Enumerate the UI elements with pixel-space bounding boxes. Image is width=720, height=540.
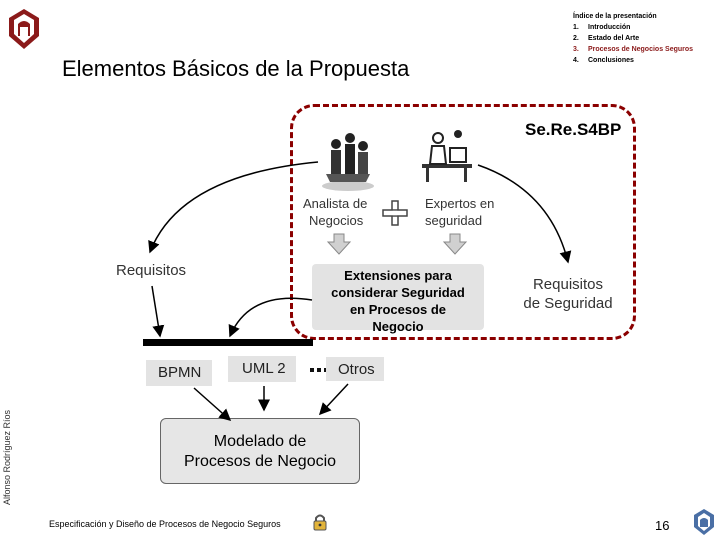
security-experts-figure-icon (422, 130, 472, 182)
university-logo-small-icon (694, 509, 714, 535)
toc-item[interactable]: 1.Introducción (573, 24, 631, 31)
arrow-expertos-ext (442, 233, 468, 255)
extensiones-label: Extensiones para considerar Seguridad en… (331, 268, 465, 334)
toc-item[interactable]: 4.Conclusiones (573, 57, 634, 64)
arrow-analista-ext (326, 233, 352, 255)
seres4bp-group-box (290, 104, 636, 340)
toc-heading: Índice de la presentación (573, 13, 657, 20)
arrow-bpmn-model (193, 387, 232, 421)
otros-box: Otros (326, 357, 384, 381)
business-analysts-figure-icon (322, 133, 374, 191)
requisitos-label: Requisitos (116, 262, 187, 279)
toc: Índice de la presentación 1.Introducción… (573, 11, 693, 66)
plus-icon (382, 200, 408, 226)
lock-icon (313, 514, 327, 531)
arrow-otros-model (318, 383, 349, 416)
toc-item-active[interactable]: 3.Procesos de Negocios Seguros (573, 46, 694, 53)
arrow-ext-bar (228, 297, 313, 338)
slide-title: Elementos Básicos de la Propuesta (62, 56, 410, 81)
group-label: Se.Re.S4BP (525, 120, 622, 139)
join-bar (143, 339, 313, 346)
uml2-box: UML 2 (228, 356, 296, 382)
extensiones-box (312, 264, 484, 330)
arrow-requisitos-bar (151, 285, 165, 338)
university-logo-icon (9, 9, 39, 49)
bpmn-box: BPMN (146, 360, 212, 386)
arrow-expertos-reqseg (477, 164, 572, 264)
footer-text: Especificación y Diseño de Procesos de N… (49, 519, 281, 529)
arrow-analista-requisitos (148, 161, 319, 254)
page-number: 16 (655, 518, 670, 533)
toc-item[interactable]: 2.Estado del Arte (573, 35, 640, 42)
modelado-box (160, 418, 360, 484)
